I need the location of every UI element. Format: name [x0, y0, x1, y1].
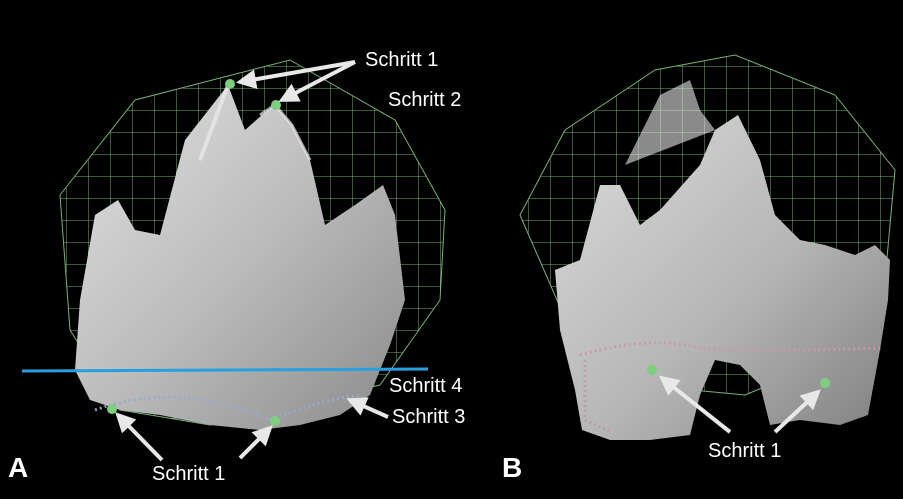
landmark-b-1: [647, 365, 657, 375]
label-a-step2: Schritt 2: [388, 89, 461, 112]
arrow-a-step1-base1: [118, 415, 162, 460]
landmark-b-2: [820, 378, 830, 388]
panel-a-plane-line: [22, 369, 428, 371]
landmark-a-tip1: [225, 79, 235, 89]
label-b-step1: Schritt 1: [708, 440, 781, 463]
landmark-a-base1: [107, 404, 117, 414]
arrow-a-step1-base2: [240, 428, 270, 458]
label-a-step1-bottom: Schritt 1: [152, 463, 225, 486]
label-a-step4: Schritt 4: [389, 375, 462, 398]
panel-a-letter: A: [8, 452, 28, 484]
label-a-step3: Schritt 3: [392, 406, 465, 429]
arrow-a-step3: [350, 400, 388, 417]
label-a-step1-top: Schritt 1: [365, 49, 438, 72]
panel-b-letter: B: [502, 452, 522, 484]
landmark-a-base2: [270, 416, 280, 426]
landmark-a-tip2: [271, 100, 281, 110]
